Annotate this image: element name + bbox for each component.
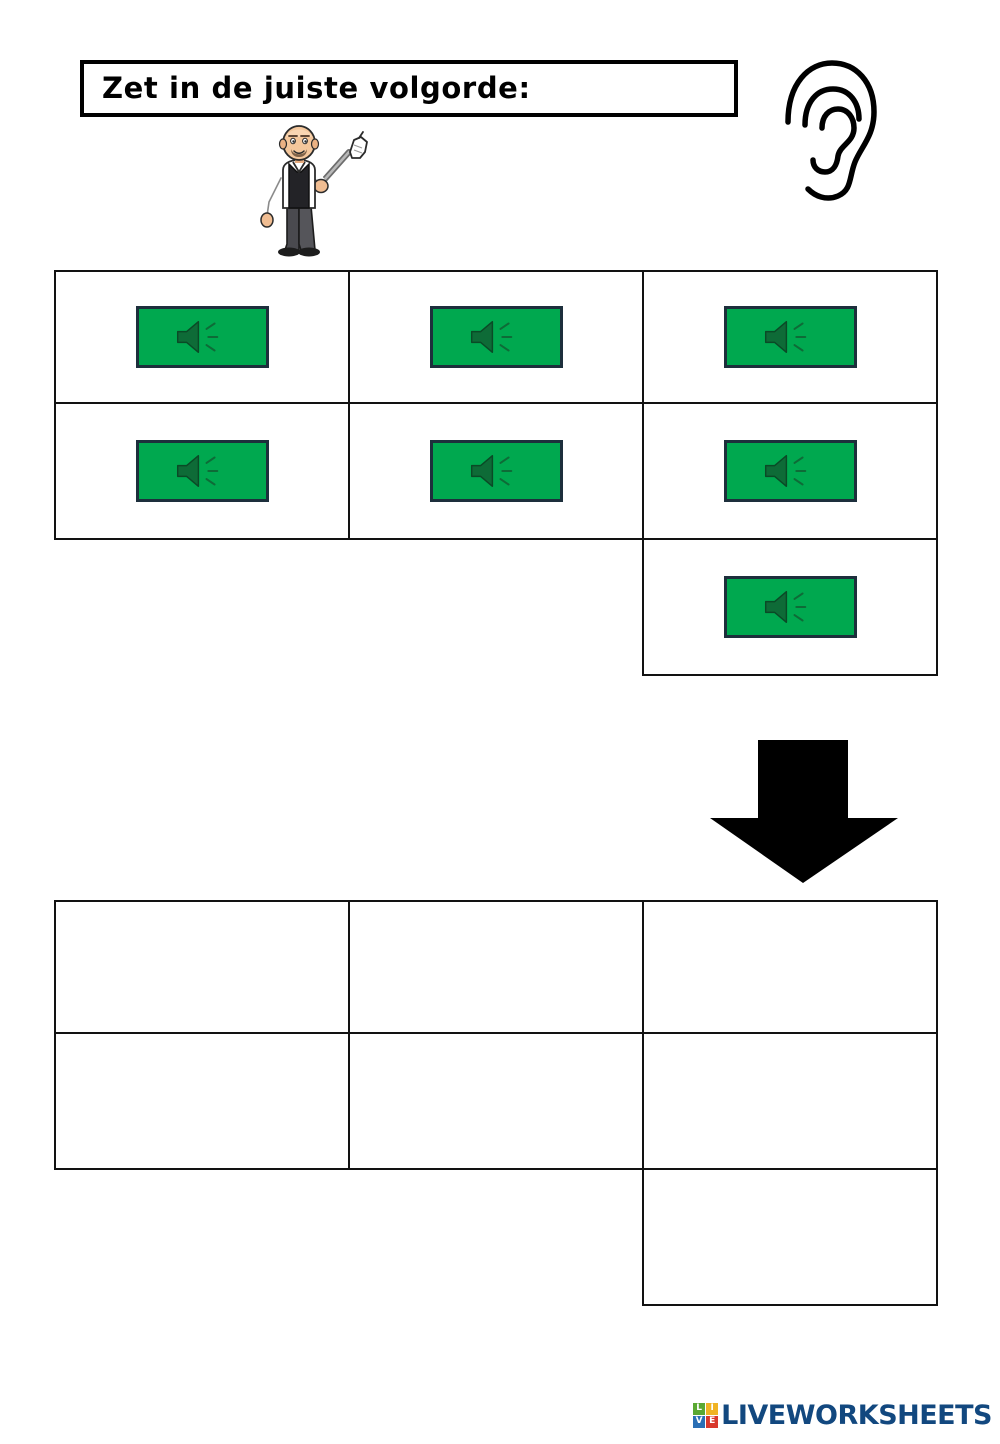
answer-cell[interactable] bbox=[54, 900, 350, 1034]
speaker-icon[interactable] bbox=[429, 306, 563, 368]
audio-clips-table bbox=[54, 270, 938, 676]
answer-cell[interactable] bbox=[642, 900, 938, 1034]
answer-cell[interactable] bbox=[348, 900, 644, 1034]
speaker-icon[interactable] bbox=[723, 440, 857, 502]
audio-cell[interactable] bbox=[54, 270, 350, 404]
answer-cell[interactable] bbox=[642, 1168, 938, 1306]
audio-cell[interactable] bbox=[348, 270, 644, 404]
liveworksheets-logo[interactable]: L I V E LIVEWORKSHEETS bbox=[693, 1398, 992, 1432]
speaker-icon[interactable] bbox=[723, 576, 857, 638]
logo-square-e: E bbox=[706, 1415, 719, 1428]
audio-cell[interactable] bbox=[642, 270, 938, 404]
down-arrow-icon bbox=[706, 740, 902, 886]
logo-square-v: V bbox=[693, 1415, 706, 1428]
answer-cell[interactable] bbox=[54, 1032, 350, 1170]
teacher-with-pointer-icon bbox=[243, 122, 375, 258]
speaker-icon[interactable] bbox=[723, 306, 857, 368]
answer-cell[interactable] bbox=[348, 1032, 644, 1170]
logo-wordmark: LIVEWORKSHEETS bbox=[721, 1399, 992, 1431]
audio-cell[interactable] bbox=[642, 538, 938, 676]
logo-square-i: I bbox=[706, 1402, 719, 1415]
audio-cell[interactable] bbox=[642, 402, 938, 540]
answer-order-table bbox=[54, 900, 938, 1306]
speaker-icon[interactable] bbox=[429, 440, 563, 502]
speaker-icon[interactable] bbox=[135, 440, 269, 502]
audio-cell[interactable] bbox=[348, 402, 644, 540]
ear-icon bbox=[776, 50, 886, 202]
speaker-icon[interactable] bbox=[135, 306, 269, 368]
audio-cell[interactable] bbox=[54, 402, 350, 540]
logo-square-l: L bbox=[693, 1402, 706, 1415]
instruction-box: Zet in de juiste volgorde: bbox=[80, 60, 738, 117]
page-title: Zet in de juiste volgorde: bbox=[102, 71, 531, 105]
logo-letter-squares: L I V E bbox=[693, 1402, 719, 1428]
answer-cell[interactable] bbox=[642, 1032, 938, 1170]
